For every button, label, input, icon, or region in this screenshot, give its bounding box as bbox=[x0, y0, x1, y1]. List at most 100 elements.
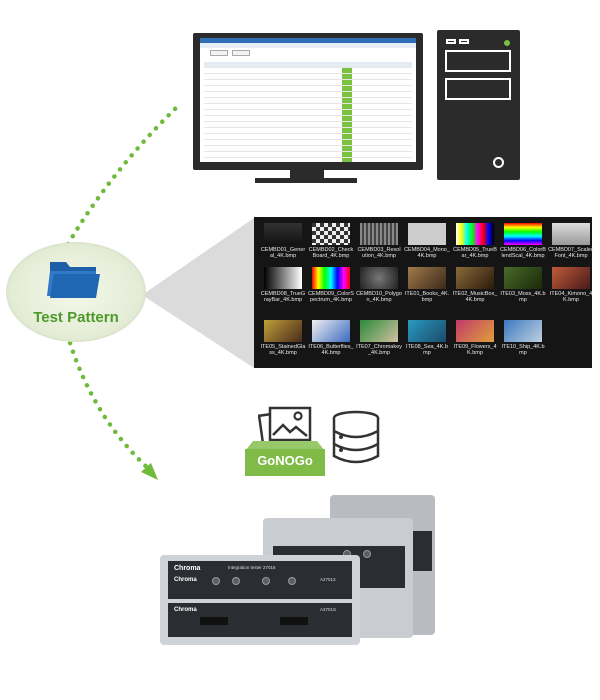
connector-port bbox=[280, 617, 308, 625]
table-cell bbox=[286, 116, 308, 121]
table-row bbox=[204, 68, 412, 74]
pattern-filename: CEMBD07_ScaledFont_4K.bmp bbox=[548, 247, 594, 259]
table-cell bbox=[394, 116, 412, 121]
table-cell bbox=[394, 128, 412, 133]
table-cell bbox=[352, 152, 374, 157]
table-cell bbox=[286, 104, 308, 109]
table-cell bbox=[216, 152, 234, 157]
status-cell bbox=[342, 74, 352, 79]
table-cell bbox=[258, 110, 286, 115]
table-cell bbox=[258, 98, 286, 103]
module-1-label: A27013 bbox=[320, 577, 336, 582]
table-cell bbox=[394, 80, 412, 85]
table-cell bbox=[308, 74, 328, 79]
table-cell bbox=[308, 110, 328, 115]
table-cell bbox=[258, 146, 286, 151]
table-cell bbox=[374, 98, 394, 103]
connector-port bbox=[200, 617, 228, 625]
table-cell bbox=[234, 128, 248, 133]
table-cell bbox=[204, 68, 216, 73]
connector-to-device bbox=[67, 340, 153, 473]
tower-button bbox=[459, 39, 469, 44]
table-cell bbox=[216, 104, 234, 109]
pattern-thumbnail bbox=[360, 223, 398, 245]
table-cell bbox=[352, 62, 374, 67]
table-row bbox=[204, 104, 412, 110]
table-cell bbox=[394, 134, 412, 139]
pattern-filename: ITE04_Kimono_4K.bmp bbox=[549, 291, 593, 303]
table-cell bbox=[374, 80, 394, 85]
table-cell bbox=[248, 110, 258, 115]
status-cell bbox=[342, 110, 352, 115]
table-cell bbox=[394, 92, 412, 97]
table-cell bbox=[204, 140, 216, 145]
status-cell bbox=[342, 122, 352, 127]
table-cell bbox=[374, 86, 394, 91]
table-cell bbox=[308, 116, 328, 121]
pattern-thumbnail bbox=[504, 267, 542, 289]
table-cell bbox=[352, 74, 374, 79]
table-cell bbox=[328, 146, 342, 151]
table-cell bbox=[352, 92, 374, 97]
status-cell bbox=[342, 134, 352, 139]
table-cell bbox=[394, 152, 412, 157]
pattern-filename: CEMBD04_Mono_4K.bmp bbox=[404, 247, 450, 259]
brand-logo-bottom: Chroma bbox=[174, 607, 197, 613]
table-row bbox=[204, 128, 412, 134]
table-cell bbox=[234, 152, 248, 157]
knob-icon bbox=[232, 577, 240, 585]
knob-icon bbox=[288, 577, 296, 585]
table-cell bbox=[204, 98, 216, 103]
pattern-thumbnail bbox=[264, 320, 302, 342]
table-cell bbox=[308, 104, 328, 109]
table-cell bbox=[286, 140, 308, 145]
power-button-icon bbox=[493, 157, 504, 168]
table-cell bbox=[248, 92, 258, 97]
table-cell bbox=[234, 134, 248, 139]
pattern-thumbnail bbox=[456, 320, 494, 342]
table-cell bbox=[258, 68, 286, 73]
table-cell bbox=[234, 158, 248, 162]
table-cell bbox=[286, 74, 308, 79]
table-cell bbox=[234, 104, 248, 109]
table-cell bbox=[258, 62, 286, 67]
pattern-thumbnail bbox=[456, 223, 494, 245]
pattern-thumbnail bbox=[312, 267, 350, 289]
table-cell bbox=[204, 74, 216, 79]
pattern-thumbnail bbox=[360, 320, 398, 342]
table-cell bbox=[328, 122, 342, 127]
status-cell bbox=[342, 140, 352, 145]
app-titlebar bbox=[200, 38, 416, 43]
table-cell bbox=[216, 68, 234, 73]
table-cell bbox=[204, 152, 216, 157]
table-cell bbox=[374, 122, 394, 127]
table-cell bbox=[248, 98, 258, 103]
table-cell bbox=[204, 92, 216, 97]
table-row bbox=[204, 134, 412, 140]
table-cell bbox=[394, 158, 412, 162]
table-cell bbox=[394, 146, 412, 151]
table-cell bbox=[374, 140, 394, 145]
table-cell bbox=[248, 140, 258, 145]
pattern-filename: CEMBD05_TrueBar_4K.bmp bbox=[453, 247, 497, 259]
table-cell bbox=[248, 86, 258, 91]
table-cell bbox=[248, 62, 258, 67]
table-row bbox=[204, 110, 412, 116]
table-cell bbox=[234, 140, 248, 145]
table-cell bbox=[258, 140, 286, 145]
table-cell bbox=[204, 146, 216, 151]
pattern-thumbnail bbox=[312, 223, 350, 245]
table-cell bbox=[308, 98, 328, 103]
app-toolbar-button bbox=[232, 50, 250, 56]
table-cell bbox=[286, 158, 308, 162]
gonogo-tab bbox=[245, 441, 325, 451]
table-cell bbox=[204, 128, 216, 133]
table-header-row bbox=[204, 62, 412, 68]
table-cell bbox=[352, 104, 374, 109]
pattern-thumbnail bbox=[504, 320, 542, 342]
table-cell bbox=[286, 134, 308, 139]
table-cell bbox=[374, 62, 394, 67]
table-cell bbox=[394, 68, 412, 73]
table-cell bbox=[234, 116, 248, 121]
table-cell bbox=[352, 98, 374, 103]
